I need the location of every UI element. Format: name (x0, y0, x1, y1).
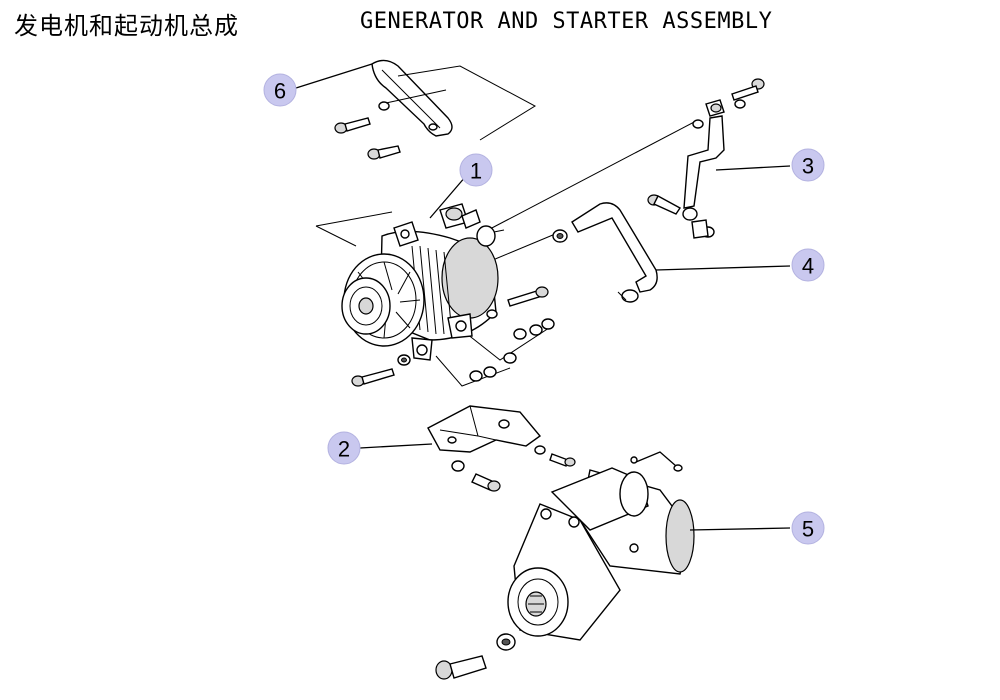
lower-pipe-part (552, 202, 658, 303)
strap-bolt-2 (367, 145, 401, 160)
generator-fasteners (351, 286, 555, 387)
starter-part (507, 451, 695, 641)
callout-number-4: 4 (802, 254, 814, 279)
callout-number-5: 5 (802, 517, 814, 542)
generator-bolt-upper (507, 286, 549, 307)
generator-bolt-lower (351, 368, 395, 387)
page-title-english: GENERATOR AND STARTER ASSEMBLY (360, 9, 773, 34)
callout-2: 2 (327, 431, 361, 465)
bracket-bolt-1 (451, 460, 501, 492)
bracket-part (427, 405, 576, 492)
upper-pipe-part (647, 78, 765, 239)
callout-3: 3 (791, 148, 825, 182)
callout-number-6: 6 (274, 79, 286, 104)
bracket-bolt-2 (534, 445, 576, 467)
callout-6: 6 (263, 73, 297, 107)
callout-1: 1 (459, 153, 493, 187)
callout-4: 4 (791, 248, 825, 282)
callout-number-1: 1 (470, 159, 482, 184)
adjusting-strap-part (334, 59, 537, 160)
callout-5: 5 (791, 511, 825, 545)
starter-mounting-bolt (435, 633, 516, 680)
callout-number-3: 3 (802, 154, 814, 179)
strap-bolt-1 (334, 117, 371, 134)
upper-pipe-bolt-bottom (647, 194, 682, 215)
generator-part (315, 119, 699, 387)
upper-pipe-bolt-top (731, 78, 765, 101)
page-title-chinese: 发电机和起动机总成 (14, 12, 239, 40)
callout-number-2: 2 (338, 437, 350, 462)
